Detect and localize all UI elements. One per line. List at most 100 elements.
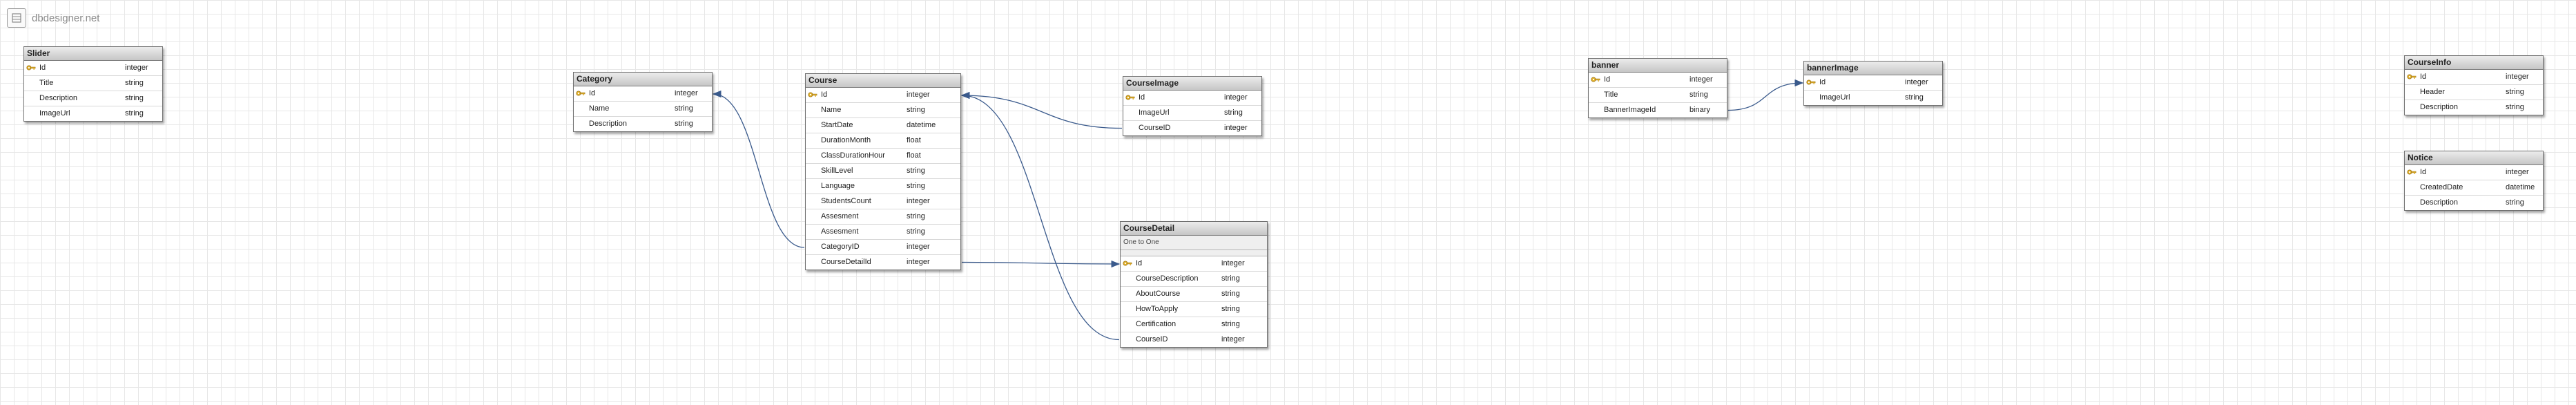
key-placeholder	[806, 164, 820, 178]
field-name: ImageUrl	[1819, 93, 1850, 102]
table-row[interactable]: Title string	[1589, 88, 1727, 103]
primary-key-icon	[2405, 70, 2419, 84]
field-name: AboutCourse	[1136, 290, 1181, 298]
table-row[interactable]: AboutCourse string	[1121, 287, 1267, 302]
key-placeholder	[1121, 287, 1134, 301]
field-type: datetime	[2506, 183, 2535, 191]
field-name: Description	[589, 120, 628, 128]
field-name: Assesment	[821, 227, 859, 236]
app-logo[interactable]: dbdesigner.net	[7, 8, 99, 28]
table-row[interactable]: Id integer	[24, 61, 162, 76]
relation-link-course-category[interactable]	[712, 90, 805, 248]
field-type: integer	[907, 197, 930, 205]
key-placeholder	[806, 149, 820, 163]
key-placeholder	[806, 133, 820, 148]
field-type: string	[1221, 274, 1240, 283]
table-title[interactable]: Course	[806, 74, 960, 88]
field-type: string	[1689, 91, 1708, 99]
field-name: DurationMonth	[821, 136, 871, 144]
field-type: datetime	[907, 121, 936, 129]
table-row[interactable]: CourseDescription string	[1121, 272, 1267, 287]
primary-key-icon	[806, 88, 820, 102]
field-type: string	[1221, 290, 1240, 298]
table-title[interactable]: Notice	[2405, 151, 2543, 165]
table-title[interactable]: CourseDetail	[1121, 222, 1267, 236]
field-type: integer	[907, 243, 930, 251]
table-row[interactable]: Description string	[574, 117, 712, 131]
field-name: Id	[2420, 73, 2427, 81]
primary-key-icon	[1589, 73, 1602, 87]
relation-link-course-coursedetail[interactable]	[961, 260, 1121, 268]
key-placeholder	[806, 103, 820, 117]
field-type: binary	[1689, 106, 1710, 114]
field-type: string	[125, 94, 144, 102]
key-placeholder	[1121, 272, 1134, 286]
table-title[interactable]: bannerImage	[1804, 62, 1942, 75]
relation-link-courseimage-course[interactable]	[960, 91, 1123, 129]
field-name: Language	[821, 182, 855, 190]
table-title[interactable]: banner	[1589, 59, 1727, 73]
field-type: integer	[1224, 93, 1248, 102]
field-name: Id	[1136, 259, 1143, 267]
table-title[interactable]: CourseImage	[1123, 77, 1261, 91]
table-title[interactable]: Category	[574, 73, 712, 86]
field-name: ImageUrl	[1139, 109, 1170, 117]
relation-link-coursedetail-course[interactable]	[960, 91, 1120, 341]
key-placeholder	[1123, 121, 1137, 135]
field-type: string	[2506, 103, 2524, 111]
field-type: string	[675, 120, 693, 128]
field-name: Title	[1604, 91, 1618, 99]
table-title[interactable]: Slider	[24, 47, 162, 61]
field-type: integer	[125, 64, 148, 72]
relation-link-banner-bannerimage[interactable]	[1727, 79, 1804, 111]
field-name: CourseDescription	[1136, 274, 1199, 283]
field-name: Name	[821, 106, 842, 114]
field-name: Id	[39, 64, 46, 72]
table-title[interactable]: CourseInfo	[2405, 56, 2543, 70]
field-type: string	[125, 109, 144, 117]
